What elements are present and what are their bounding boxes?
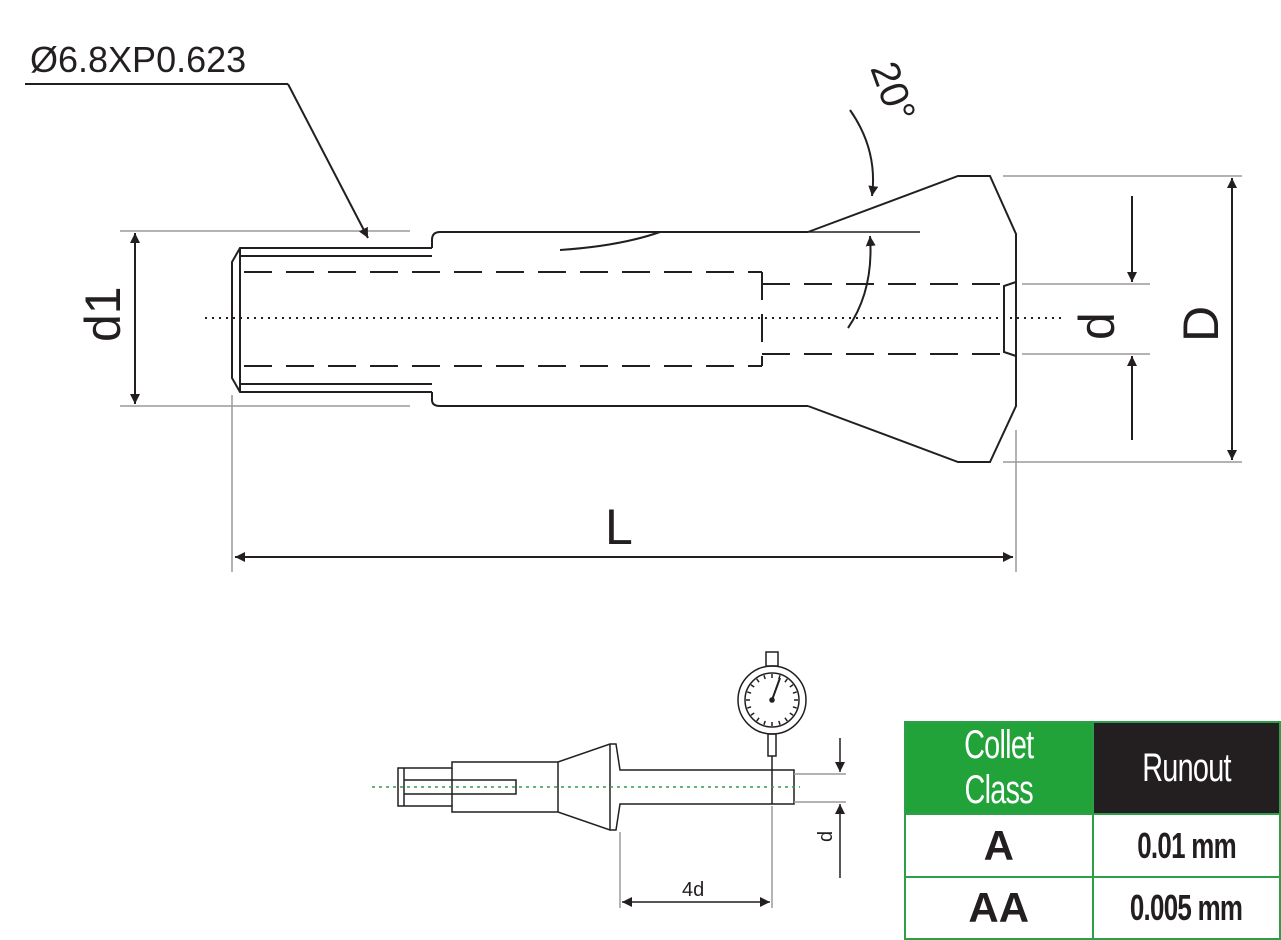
collet-drawing: Ø6.8XP0.623 20° d1 d D L d 4d: [25, 39, 1242, 908]
dial-tick: [778, 720, 781, 725]
L-dimension-label: L: [605, 499, 633, 555]
dial-tick: [784, 678, 788, 683]
dial-tick: [763, 675, 766, 680]
dial-tick: [789, 684, 794, 688]
dial-tick: [750, 712, 755, 716]
small-d-label: d: [815, 831, 837, 842]
dial-tick: [750, 684, 755, 688]
collet-outline: [231, 175, 1017, 463]
dial-tick: [756, 678, 760, 683]
dial-tick: [756, 717, 760, 722]
small-4d-label: 4d: [682, 879, 704, 901]
dial-tick: [763, 720, 766, 725]
runout-cell-a: 0.01 mm: [1091, 813, 1281, 878]
dial-tick: [792, 706, 797, 709]
dial-ticks: [746, 674, 798, 726]
dial-tick: [792, 691, 797, 694]
d1-dimension-label: d1: [75, 286, 131, 342]
D-dimension-label: D: [1173, 306, 1229, 342]
runout-cell-aa: 0.005 mm: [1091, 876, 1281, 940]
class-cell-aa: AA: [904, 876, 1094, 940]
runout-table: Collet Class Runout A 0.01 mm AA 0.005 m…: [904, 721, 1281, 940]
d-dimension-label: d: [1069, 312, 1125, 340]
dial-tick: [747, 706, 752, 709]
angle-label: 20°: [862, 56, 924, 128]
dial-tick: [784, 717, 788, 722]
header-runout: Runout: [1091, 721, 1281, 815]
thread-spec-label: Ø6.8XP0.623: [30, 39, 246, 80]
runout-test-illustration: [397, 651, 846, 908]
dial-tick: [747, 691, 752, 694]
class-cell-a: A: [904, 813, 1094, 878]
dial-tick: [789, 712, 794, 716]
hidden-bore-lines: [244, 271, 1004, 367]
dimension-lines: [25, 83, 1237, 562]
dial-tick: [778, 675, 781, 680]
header-collet-class: Collet Class: [904, 721, 1094, 815]
extension-lines: [120, 175, 1242, 572]
